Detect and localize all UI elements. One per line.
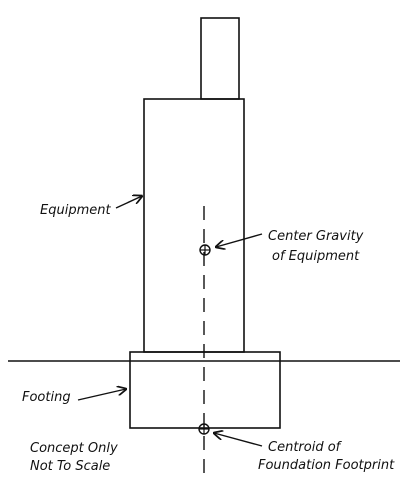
note-line2: Not To Scale (30, 459, 110, 474)
footing-label: Footing (22, 390, 71, 405)
equipment-body (143, 98, 245, 353)
centroid-label-line2: Foundation Footprint (258, 458, 395, 473)
center-gravity-arrow (216, 233, 263, 247)
center-gravity-label-line1: Center Gravity (268, 229, 364, 244)
note-line1: Concept Only (30, 441, 118, 456)
footing-block (129, 351, 281, 429)
footing-arrow (77, 389, 126, 401)
equipment-arrow (115, 196, 142, 209)
equipment-top-cap (200, 17, 240, 100)
center-gravity-label-line2: of Equipment (272, 249, 360, 264)
centroid-symbol (198, 423, 210, 435)
equipment-label: Equipment (40, 203, 111, 218)
centroid-arrow (214, 433, 263, 447)
centroid-label-line1: Centroid of (268, 440, 343, 455)
center-gravity-symbol (199, 244, 211, 256)
